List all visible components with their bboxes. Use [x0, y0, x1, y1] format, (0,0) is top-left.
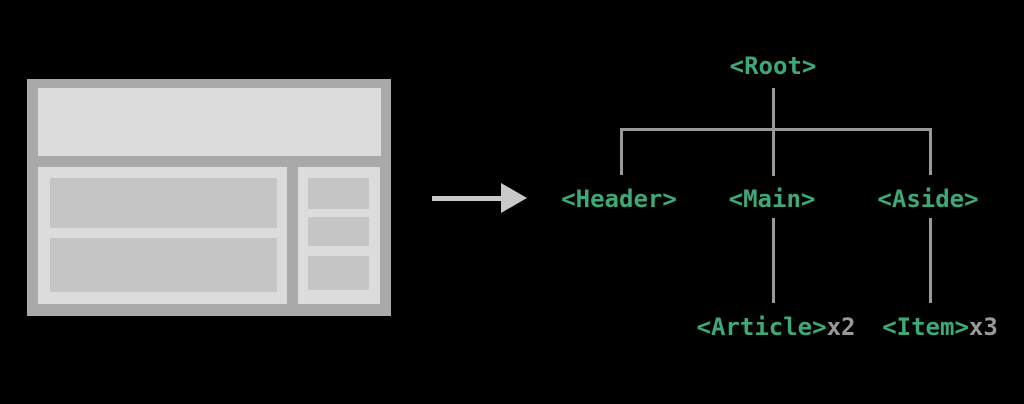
- tree-node-root: <Root>: [729, 52, 817, 80]
- wireframe-browser-frame: [27, 79, 391, 316]
- wireframe-aside-block: [298, 167, 380, 304]
- tree-line-root-vertical: [772, 88, 775, 176]
- wireframe-item-block-1: [308, 178, 369, 209]
- arrow-shaft-icon: [432, 196, 504, 201]
- tree-node-header: <Header>: [561, 185, 677, 213]
- wireframe-main-block: [38, 167, 287, 304]
- tree-node-article-count: x2: [826, 313, 856, 341]
- tree-node-article: <Article>x2: [697, 315, 856, 339]
- tree-line-header-drop: [620, 128, 623, 175]
- wireframe-article-block-2: [50, 238, 277, 292]
- tree-node-aside: <Aside>: [877, 185, 979, 213]
- wireframe-item-block-3: [308, 256, 369, 290]
- tree-line-main-to-article: [772, 218, 775, 303]
- tree-line-aside-drop: [929, 128, 932, 175]
- tree-line-aside-to-item: [929, 218, 932, 303]
- wireframe-item-block-2: [308, 217, 369, 246]
- tree-node-item-count: x3: [968, 313, 998, 341]
- tree-node-item-label: <Item>: [882, 313, 969, 341]
- wireframe-header-block: [38, 88, 381, 156]
- wireframe-article-block-1: [50, 178, 277, 228]
- tree-node-item: <Item>x3: [882, 315, 998, 339]
- tree-node-article-label: <Article>: [696, 313, 827, 341]
- arrow-right-icon: [501, 183, 527, 213]
- tree-node-main: <Main>: [728, 185, 816, 213]
- tree-line-branch-horizontal: [620, 128, 932, 131]
